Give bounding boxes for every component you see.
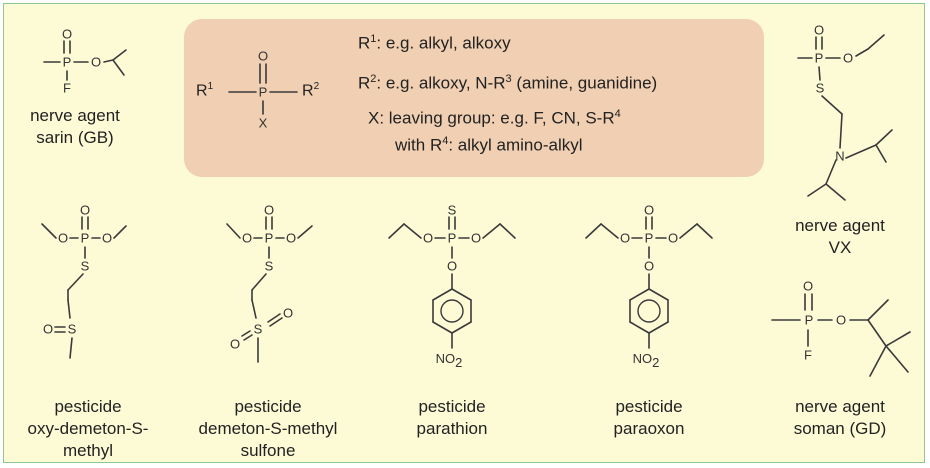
parathion-o-atom: O	[447, 259, 457, 274]
vx-p-atom: P	[815, 51, 824, 66]
paraoxon-structure: O O P O O NO2	[585, 203, 713, 370]
paraoxon-o-atom: O	[668, 231, 678, 246]
oxydemeton-o-atom: O	[43, 322, 53, 337]
sarin-f-atom: F	[63, 81, 71, 96]
demeton-o-atom: O	[264, 203, 274, 218]
sarin-o-atom: O	[91, 55, 101, 70]
soman-o-atom: O	[803, 279, 813, 294]
vx-o-atom: O	[814, 23, 824, 38]
demeton-structure: O O P O S S O O	[226, 203, 313, 363]
demeton-s-atom: S	[265, 259, 274, 274]
soman-structure: O P O F	[771, 279, 911, 377]
oxydemeton-structure: O O P O S O S	[41, 203, 127, 359]
paraoxon-two-text: 2	[652, 355, 659, 370]
vx-o-atom: O	[843, 51, 853, 66]
desc-line-r4: with R4: alkyl amino-alkyl	[395, 135, 583, 155]
general-structure: O P X	[228, 49, 298, 131]
desc-line-r1: R1: e.g. alkyl, alkoxy	[358, 33, 511, 53]
desc-line-x: X: leaving group: e.g. F, CN, S-R4	[368, 108, 621, 128]
desc-line-r2: R2: e.g. alkoxy, N-R3 (amine, guanidine)	[358, 73, 658, 93]
paraoxon-no-text: NO	[633, 351, 653, 366]
parathion-structure: S O P O O NO2	[388, 203, 516, 370]
paraoxon-p-atom: P	[645, 231, 654, 246]
demeton-o-atom: O	[286, 231, 296, 246]
demeton-o-atom: O	[242, 231, 252, 246]
vx-n-atom: N	[835, 149, 844, 164]
oxydemeton-s-atom: S	[68, 322, 77, 337]
oxydemeton-o-atom: O	[58, 231, 68, 246]
soman-f-atom: F	[804, 348, 812, 363]
demeton-p-atom: P	[265, 231, 274, 246]
vx-structure: O P O S N	[797, 23, 893, 201]
parathion-s-atom: S	[448, 203, 457, 218]
oxydemeton-p-atom: P	[81, 231, 90, 246]
parathion-o-atom: O	[423, 231, 433, 246]
demeton-o-atom: O	[230, 337, 240, 352]
soman-o-atom: O	[836, 313, 846, 328]
parathion-no-text: NO	[436, 351, 456, 366]
r2-label: R2	[302, 81, 320, 100]
r1-label: R1	[196, 81, 214, 100]
sarin-p-atom: P	[63, 55, 72, 70]
demeton-o-atom: O	[283, 306, 293, 321]
paraoxon-o-atom: O	[644, 259, 654, 274]
oxydemeton-o-atom: O	[102, 231, 112, 246]
general-o-atom: O	[258, 49, 268, 64]
general-x-atom: X	[259, 116, 268, 131]
sarin-structure: O P O F	[43, 27, 127, 96]
oxydemeton-s-atom: S	[81, 259, 90, 274]
paraoxon-o-atom: O	[620, 231, 630, 246]
parathion-no2-atom: NO2	[436, 351, 463, 370]
oxydemeton-o-atom: O	[80, 203, 90, 218]
parathion-p-atom: P	[448, 231, 457, 246]
parathion-two-text: 2	[455, 355, 462, 370]
paraoxon-o-atom: O	[644, 203, 654, 218]
demeton-s-atom: S	[254, 322, 263, 337]
general-p-atom: P	[259, 85, 268, 100]
parathion-o-atom: O	[471, 231, 481, 246]
vx-s-atom: S	[816, 81, 825, 96]
soman-p-atom: P	[805, 313, 814, 328]
general-structure-box	[184, 19, 764, 177]
sarin-o-atom: O	[62, 27, 72, 42]
paraoxon-no2-atom: NO2	[633, 351, 660, 370]
